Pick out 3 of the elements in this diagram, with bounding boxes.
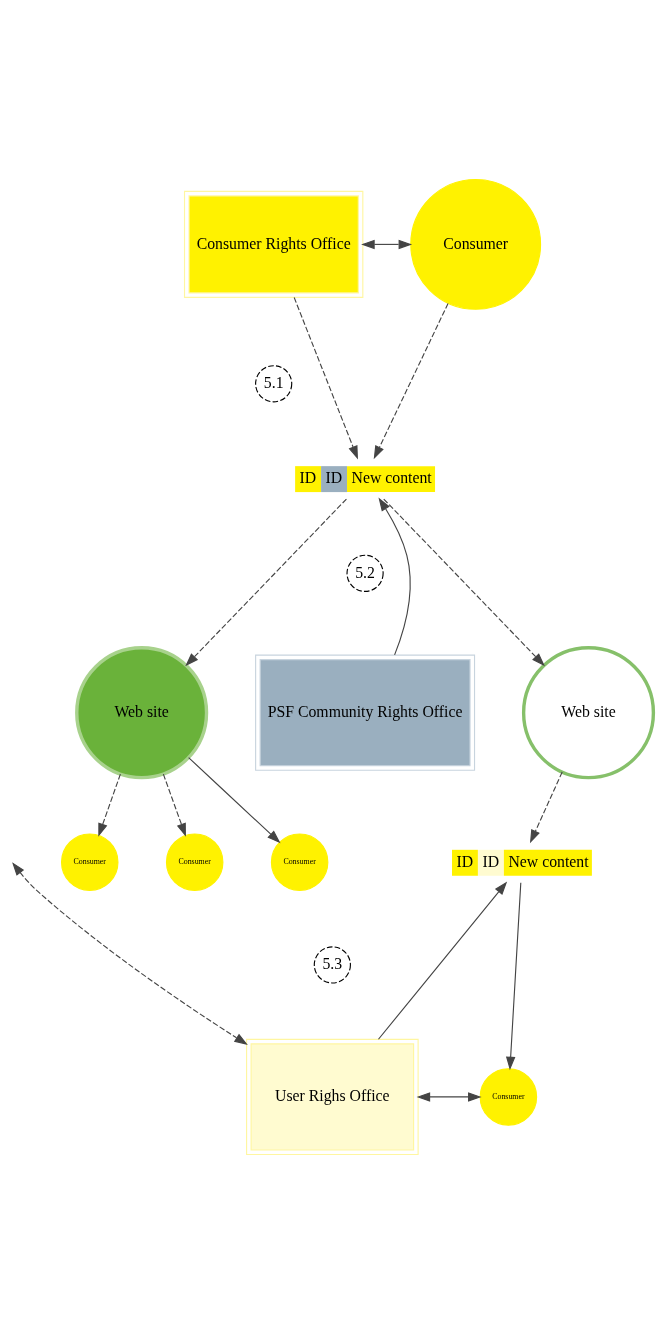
label: 5.1 <box>263 373 284 391</box>
label: 5.2 <box>355 563 375 581</box>
label: 5.3 <box>322 954 343 972</box>
